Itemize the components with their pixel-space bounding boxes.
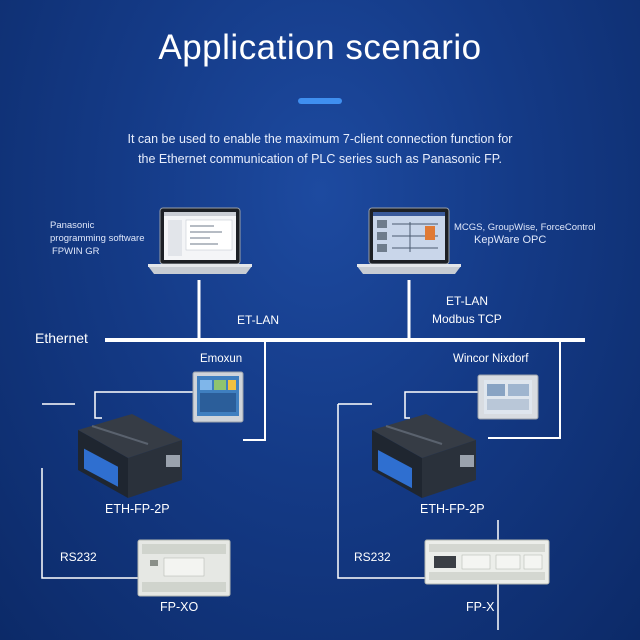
right-rs232-link <box>337 404 425 579</box>
title-accent-bar <box>298 98 342 104</box>
et-lan-right-label: ET-LAN <box>446 294 489 308</box>
left-software-line-3: FPWIN GR <box>52 246 100 257</box>
right-laptop <box>357 207 461 274</box>
hmi-left-label: Emoxun <box>200 353 243 365</box>
plc-left-label: FP-XO <box>160 600 199 614</box>
left-converter-device <box>78 414 182 498</box>
plc-right-label: FP-X <box>466 600 495 614</box>
device-right-label: ETH-FP-2P <box>420 502 485 516</box>
left-software-label: Panasonic programming software FPWIN GR <box>50 219 145 258</box>
description: It can be used to enable the maximum 7-c… <box>60 129 580 169</box>
left-hmi-device-link <box>94 391 195 419</box>
device-left-label: ETH-FP-2P <box>105 502 170 516</box>
right-plc <box>424 539 550 585</box>
left-laptop <box>148 207 252 274</box>
page-title: Application scenario <box>158 28 482 67</box>
right-converter-device <box>372 414 476 498</box>
left-rs232-link <box>41 468 138 579</box>
et-lan-left-label: ET-LAN <box>237 313 280 327</box>
left-software-line-1: Panasonic <box>50 220 95 231</box>
ethernet-label: Ethernet <box>35 330 88 346</box>
right-software-label: MCGS, GroupWise, ForceControl KepWare OP… <box>454 221 595 247</box>
left-plc <box>137 539 231 597</box>
left-hmi-ethernet-link <box>243 340 266 441</box>
right-software-line-1: MCGS, GroupWise, ForceControl <box>454 222 596 233</box>
hmi-right-label: Wincor Nixdorf <box>453 353 529 365</box>
right-hmi-panel <box>477 374 539 420</box>
left-software-line-2: programming software <box>50 233 145 244</box>
description-line-1: It can be used to enable the maximum 7-c… <box>127 132 513 146</box>
left-hmi-panel <box>192 371 244 423</box>
right-hmi-device-link <box>404 391 480 419</box>
rs232-left-label: RS232 <box>60 550 97 564</box>
rs232-right-label: RS232 <box>354 550 391 564</box>
right-hmi-ethernet-link <box>488 340 561 439</box>
modbus-tcp-label: Modbus TCP <box>432 312 502 326</box>
right-software-line-2: KepWare OPC <box>474 234 547 246</box>
description-line-2: the Ethernet communication of PLC series… <box>138 152 502 166</box>
